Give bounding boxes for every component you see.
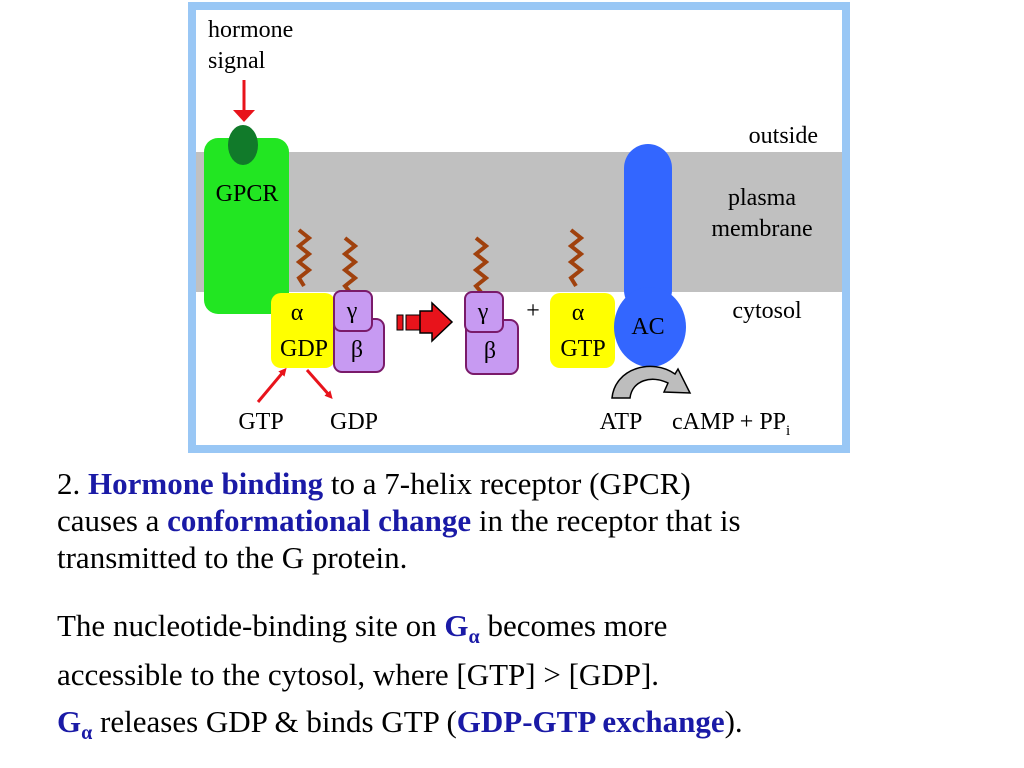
- plus-sign: +: [526, 298, 540, 324]
- gpcr-receptor: [204, 138, 289, 314]
- cytosol-label: cytosol: [732, 298, 802, 324]
- p3-text-1: releases GDP & binds GTP (: [92, 704, 457, 739]
- g-gamma-symbol: γ: [346, 298, 358, 324]
- p1-text-2: causes a: [57, 503, 168, 538]
- gdp-out-label: GDP: [330, 409, 378, 435]
- lipid-anchor-alpha-free: [567, 228, 585, 288]
- g-alpha-G-2: G: [57, 704, 82, 739]
- g-beta-symbol: β: [351, 337, 363, 363]
- g-alpha-term: Gα: [444, 608, 479, 648]
- gdp-bound-label: GDP: [280, 336, 328, 362]
- atp-label: ATP: [600, 409, 643, 435]
- paragraph-2-line-2: accessible to the cytosol, where [GTP] >…: [57, 657, 660, 693]
- g-gamma-subunit: [333, 290, 373, 332]
- plasma-membrane: [196, 152, 842, 292]
- lipid-anchor-gamma: [341, 236, 359, 294]
- signal-label: signal: [208, 48, 266, 74]
- paragraph-1-line-1: 2. Hormone binding to a 7-helix receptor…: [57, 465, 997, 502]
- paragraph-2-line-1: The nucleotide-binding site on Gα become…: [57, 607, 997, 656]
- adenylate-cyclase: [614, 144, 686, 367]
- g-alpha-G: G: [444, 608, 469, 643]
- paragraph-1: 2. Hormone binding to a 7-helix receptor…: [57, 465, 997, 576]
- outside-label: outside: [749, 123, 818, 149]
- free-g-alpha-symbol: α: [572, 300, 585, 326]
- lipid-anchor-alpha: [295, 228, 313, 288]
- atp-camp-arrow: [611, 365, 692, 399]
- g-alpha-symbol: α: [291, 300, 304, 326]
- hormone-ligand: [228, 125, 258, 165]
- gtp-in-arrow: [256, 367, 287, 403]
- free-g-gamma-subunit: [464, 291, 504, 333]
- conformational-change-term: conformational change: [167, 503, 472, 538]
- ac-label: AC: [631, 314, 664, 340]
- transition-arrow: [396, 301, 454, 343]
- g-alpha-subscript: α: [468, 626, 480, 649]
- paragraph-2: The nucleotide-binding site on Gα become…: [57, 607, 997, 693]
- g-alpha-subunit: [271, 293, 335, 368]
- hormone-arrow-head: [233, 110, 255, 122]
- camp-label: cAMP + PPi: [672, 409, 790, 439]
- paragraph-3: Gα releases GDP & binds GTP (GDP-GTP exc…: [57, 703, 997, 752]
- free-g-alpha-subunit: [550, 293, 615, 368]
- camp-subscript: i: [786, 423, 790, 439]
- free-g-gamma-symbol: γ: [477, 299, 489, 325]
- paragraph-1-line-3: transmitted to the G protein.: [57, 540, 408, 575]
- paragraph-1-line-2: causes a conformational change in the re…: [57, 502, 997, 539]
- lipid-anchor-gamma-free: [472, 236, 490, 294]
- g-protein-diagram: hormone signal outside plasma membrane c…: [188, 2, 850, 453]
- gdp-out-arrow: [305, 369, 333, 399]
- p3-text-2: ).: [724, 704, 743, 739]
- p2-text-1: The nucleotide-binding site on: [57, 608, 445, 643]
- free-g-beta-symbol: β: [484, 338, 496, 364]
- p1-text-3: in the receptor that is: [471, 503, 741, 538]
- g-alpha-subscript-2: α: [81, 722, 93, 745]
- membrane-label: membrane: [711, 216, 812, 242]
- gdp-gtp-exchange-term: GDP-GTP exchange: [456, 704, 725, 739]
- hormone-binding-term: Hormone binding: [88, 466, 324, 501]
- p1-text-1: to a 7-helix receptor (GPCR): [323, 466, 691, 501]
- hormone-label: hormone: [208, 17, 293, 43]
- p2-text-2: becomes more: [479, 608, 668, 643]
- camp-main: cAMP + PP: [672, 409, 786, 435]
- step-number: 2.: [57, 466, 88, 501]
- paragraph-3-line-1: Gα releases GDP & binds GTP (GDP-GTP exc…: [57, 703, 997, 752]
- gtp-in-label: GTP: [238, 409, 283, 435]
- gpcr-label: GPCR: [216, 181, 279, 207]
- plasma-label: plasma: [728, 185, 796, 211]
- gtp-bound-label: GTP: [560, 336, 605, 362]
- g-alpha-term-2: Gα: [57, 704, 92, 744]
